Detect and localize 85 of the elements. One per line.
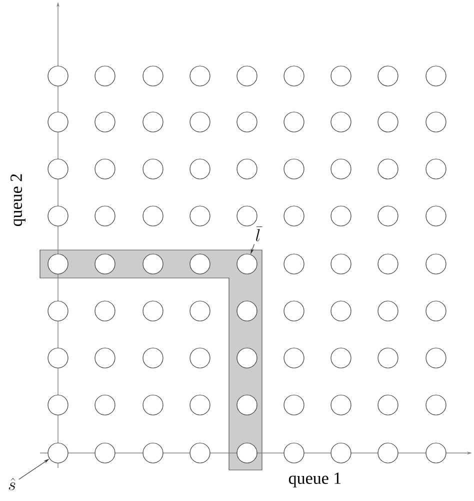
circle: [330, 442, 352, 464]
circle: [284, 158, 304, 180]
circle: [48, 158, 68, 180]
circle: [284, 300, 304, 322]
circle: [190, 66, 210, 86]
circle: [142, 66, 164, 86]
circle: [48, 348, 68, 368]
circle: [142, 254, 164, 274]
circle: [142, 112, 164, 132]
circle: [378, 394, 398, 416]
circle: [284, 66, 304, 86]
circle: [378, 300, 398, 322]
circle: [330, 348, 352, 368]
circle: [426, 66, 446, 86]
circle: [94, 206, 116, 226]
circle: [190, 300, 210, 322]
circle: [426, 348, 446, 368]
circle: [378, 348, 398, 368]
circle: [48, 442, 68, 464]
circle: [94, 158, 116, 180]
circle: [190, 442, 210, 464]
circle: [142, 206, 164, 226]
circle: [236, 394, 258, 416]
circle: [94, 394, 116, 416]
axis-label: queue 1: [288, 472, 341, 488]
circle: [330, 112, 352, 132]
circle: [94, 442, 116, 464]
circle: [236, 254, 258, 274]
circle: [284, 112, 304, 132]
circle: [330, 254, 352, 274]
circle: [284, 348, 304, 368]
math-label: $\hat{s}$: [8, 478, 16, 490]
circle: [48, 206, 68, 226]
circle: [94, 348, 116, 368]
circle: [330, 300, 352, 322]
circle: [236, 112, 258, 132]
circle: [142, 300, 164, 322]
circle: [330, 394, 352, 416]
circle: [378, 206, 398, 226]
circle: [236, 348, 258, 368]
circle: [330, 158, 352, 180]
circle: [190, 394, 210, 416]
circle: [142, 394, 164, 416]
circle: [284, 206, 304, 226]
circle: [190, 206, 210, 226]
circle: [48, 66, 68, 86]
circle: [48, 254, 68, 274]
circle: [48, 112, 68, 132]
circle: [142, 442, 164, 464]
circle: [94, 254, 116, 274]
circle: [142, 158, 164, 180]
circle: [426, 158, 446, 180]
circle: [284, 254, 304, 274]
circle: [426, 300, 446, 322]
circle: [426, 442, 446, 464]
circle: [378, 112, 398, 132]
circle: [94, 300, 116, 322]
circle: [190, 158, 210, 180]
axis-label: queue 2: [10, 174, 26, 226]
circle: [94, 66, 116, 86]
circle: [190, 254, 210, 274]
circle: [378, 158, 398, 180]
circle: [426, 254, 446, 274]
circle: [426, 394, 446, 416]
circle: [378, 442, 398, 464]
circle: [94, 112, 116, 132]
circle: [284, 442, 304, 464]
circle: [378, 66, 398, 86]
math-label: $\bar{l}$: [256, 226, 262, 242]
circle: [48, 394, 68, 416]
circle: [426, 112, 446, 132]
circle: [190, 348, 210, 368]
circle: [236, 300, 258, 322]
circle: [48, 300, 68, 322]
circle: [236, 442, 258, 464]
circle: [330, 206, 352, 226]
circle: [284, 394, 304, 416]
circle: [236, 158, 258, 180]
circle: [142, 348, 164, 368]
circle: [190, 112, 210, 132]
circle: [378, 254, 398, 274]
circle: [236, 206, 258, 226]
circle: [236, 66, 258, 86]
circle: [426, 206, 446, 226]
circle: [330, 66, 352, 86]
